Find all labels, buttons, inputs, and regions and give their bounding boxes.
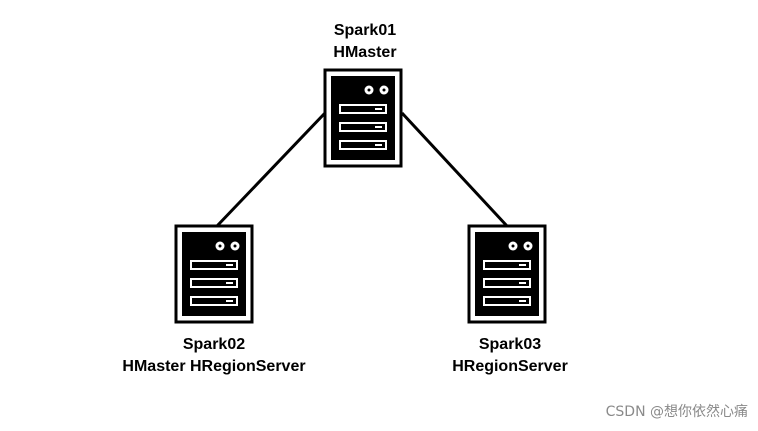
edge-spark01-spark02 — [215, 111, 327, 228]
node-role: HMaster — [333, 44, 397, 61]
node-name: Spark03 — [478, 336, 542, 353]
server-icon — [467, 224, 547, 324]
server-icon — [323, 68, 403, 168]
node-role: HMaster HRegionServer — [122, 358, 306, 375]
edge-spark01-spark03 — [400, 111, 509, 228]
server-icon — [174, 224, 254, 324]
node-name: Spark02 — [182, 336, 246, 353]
node-label-spark03: Spark03 HRegionServer — [410, 334, 610, 378]
watermark: CSDN @想你依然心痛 — [605, 404, 748, 420]
node-role: HRegionServer — [452, 358, 568, 375]
node-label-spark01: Spark01 HMaster — [290, 20, 440, 64]
node-label-spark02: Spark02 HMaster HRegionServer — [84, 334, 344, 378]
node-name: Spark01 — [333, 22, 397, 39]
